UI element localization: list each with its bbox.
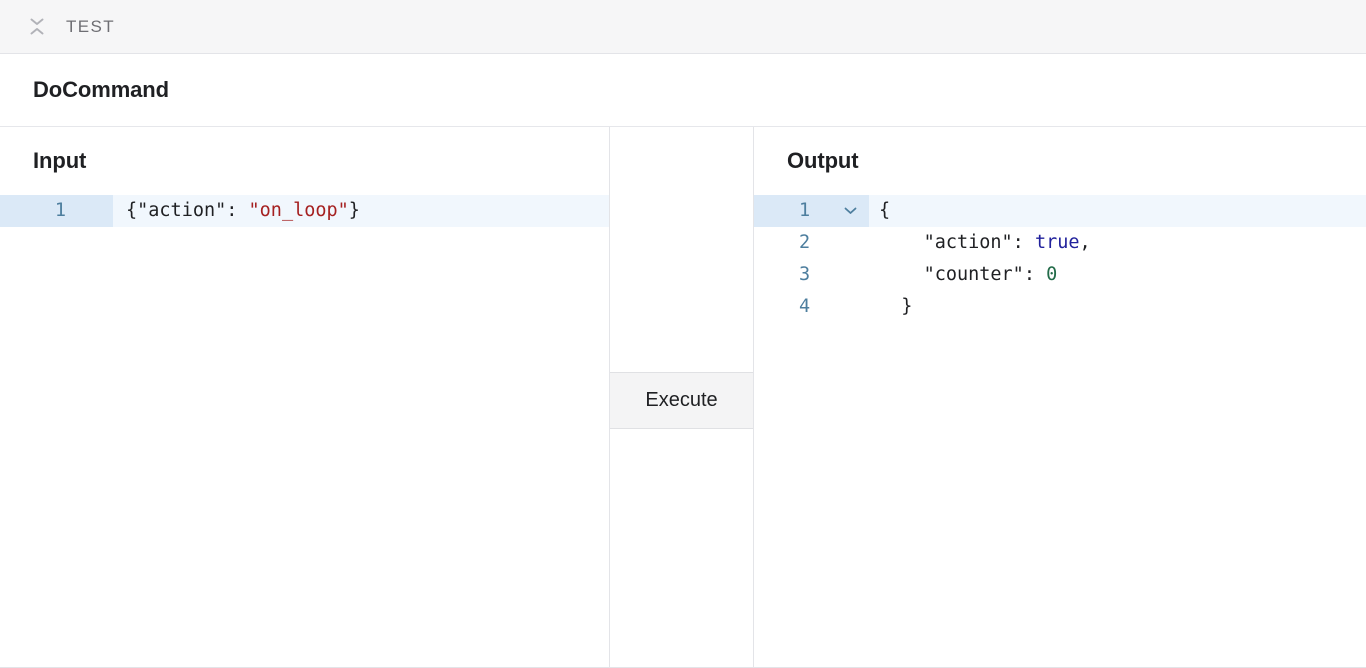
node-title-band: DoCommand — [0, 54, 1366, 127]
input-panel: Input 1 {"action": "on_loop"} — [0, 127, 609, 667]
output-panel: Output 1{2 "action": true,3 "counter": 0… — [754, 127, 1366, 667]
code-line[interactable]: 2 "action": true, — [754, 227, 1366, 259]
output-panel-header: Output — [754, 127, 1366, 195]
code-token-punct: : — [1023, 264, 1047, 285]
line-number-gutter: 3 — [754, 259, 869, 291]
code-token-number: 0 — [1046, 264, 1058, 285]
code-content[interactable]: } — [869, 291, 1366, 323]
input-panel-header: Input — [0, 127, 609, 195]
line-number: 1 — [799, 200, 811, 221]
code-token-key: "action" — [137, 200, 227, 221]
code-token-key: "counter" — [923, 264, 1024, 285]
code-line[interactable]: 3 "counter": 0 — [754, 259, 1366, 291]
code-content[interactable]: "counter": 0 — [869, 259, 1366, 291]
code-token-punct: , — [1079, 232, 1091, 253]
execute-button[interactable]: Execute — [610, 372, 753, 429]
line-number: 1 — [54, 200, 66, 221]
execute-column: Execute — [609, 127, 754, 667]
code-token-key: "action" — [923, 232, 1013, 253]
execute-column-filler — [610, 429, 753, 667]
panels-container: Input 1{"action": "on_loop"} Execute Out… — [0, 127, 1366, 667]
code-token-punct — [879, 259, 924, 291]
code-token-punct: : — [1012, 232, 1035, 253]
code-token-punct: } — [879, 296, 913, 317]
code-token-punct — [879, 227, 924, 259]
chevron-down-icon[interactable] — [839, 195, 861, 227]
code-token-string: "on_loop" — [248, 200, 349, 221]
execute-spacer — [610, 127, 753, 372]
code-line[interactable]: 1 {"action": "on_loop"} — [0, 195, 609, 227]
line-number: 4 — [799, 296, 811, 317]
input-editor[interactable]: 1 {"action": "on_loop"} — [0, 195, 609, 227]
code-token-punct: } — [348, 200, 360, 221]
line-number-gutter: 1 — [0, 195, 113, 227]
code-token-punct: { — [126, 200, 138, 221]
code-content[interactable]: { — [869, 195, 1366, 227]
line-number: 2 — [799, 232, 811, 253]
output-label: Output — [787, 148, 859, 173]
code-token-punct: : — [226, 200, 249, 221]
code-token-punct: { — [879, 200, 891, 221]
input-label: Input — [33, 148, 87, 173]
line-number-gutter: 2 — [754, 227, 869, 259]
code-line[interactable]: 1{ — [754, 195, 1366, 227]
code-content[interactable]: {"action": "on_loop"} — [113, 195, 609, 227]
test-label: TEST — [66, 16, 116, 36]
top-bar: TEST — [0, 0, 1366, 54]
code-line[interactable]: 4 } — [754, 291, 1366, 323]
line-number: 3 — [799, 264, 811, 285]
line-number-gutter: 1 — [754, 195, 869, 227]
collapse-vertical-icon[interactable] — [27, 16, 47, 38]
code-content[interactable]: "action": true, — [869, 227, 1366, 259]
page-title: DoCommand — [33, 77, 169, 102]
line-number-gutter: 4 — [754, 291, 869, 323]
code-token-bool: true — [1034, 232, 1080, 253]
